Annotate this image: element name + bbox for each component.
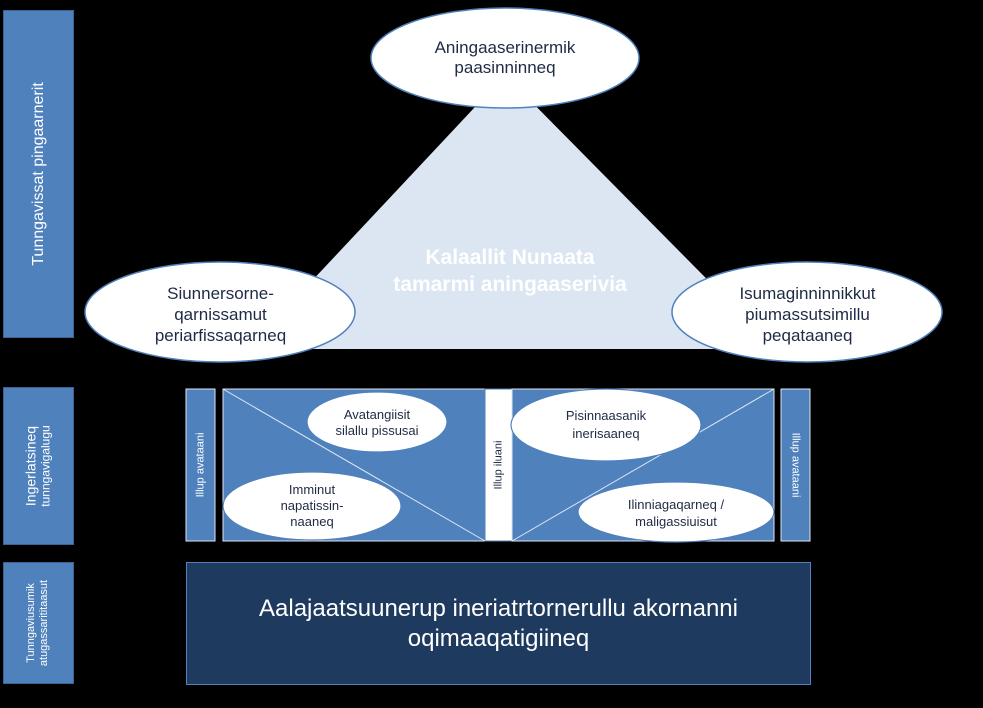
sidebar-middle-section: Ingerlatsineq tunngavigalugu [3, 387, 74, 545]
sidebar-bottom-section: Tunngaviusumik atugassarititaasut [3, 562, 74, 684]
center-inside-bar [484, 388, 513, 542]
node-top-left-label: Avatangiisit silallu pissusai [335, 407, 419, 438]
triangle-center-label: Kalaallit Nunaata tamarmi aningaaserivia [393, 246, 627, 296]
left-outside-bar-label: Illup avataani [194, 432, 207, 498]
right-outside-bar [780, 388, 811, 542]
center-inside-bar-label-wrap: Illup iluani [485, 389, 512, 541]
top-node-ellipse [370, 7, 640, 109]
left-panel-diagonal [222, 388, 486, 542]
sidebar-top-section: Tunngavissat pingaarnerit [3, 10, 74, 338]
top-node-label: Aningaaserinermik paasinninneq [434, 38, 576, 77]
right-panel-diagonal [511, 388, 775, 542]
right-outside-bar-label: Illup avataani [789, 432, 802, 498]
left-node-ellipse [84, 261, 356, 363]
foundation-label: Aalajaatsuunerup ineriatrtornerullu akor… [259, 594, 738, 652]
right-node-ellipse [671, 261, 943, 363]
node-bottom-right-label: Ilinniagaqarneq / maligassiuisut [627, 497, 725, 529]
right-outside-bar-label-wrap: Illup avataani [781, 389, 810, 541]
node-top-right-ellipse [510, 388, 702, 462]
node-top-right-label: Pisinnaasanik inerisaaneq [565, 408, 647, 441]
left-outside-bar [185, 388, 216, 542]
left-outside-bar-label-wrap: Illup avataani [186, 389, 215, 541]
right-node-label: Isumaginninnikkut piumassutsimillu peqat… [739, 284, 876, 345]
node-top-left-ellipse [306, 391, 448, 453]
node-bottom-left-label: Imminut napatissin- naaneq [280, 482, 344, 529]
center-inside-bar-label: Illup iluani [492, 440, 505, 490]
node-bottom-left-ellipse [222, 471, 402, 541]
foundation-box: Aalajaatsuunerup ineriatrtornerullu akor… [186, 562, 811, 685]
left-node-label: Siunnersorne- qarnissamut periarfissaqar… [154, 284, 287, 345]
node-bottom-right-ellipse [577, 481, 775, 543]
triangle-shape [248, 75, 776, 349]
